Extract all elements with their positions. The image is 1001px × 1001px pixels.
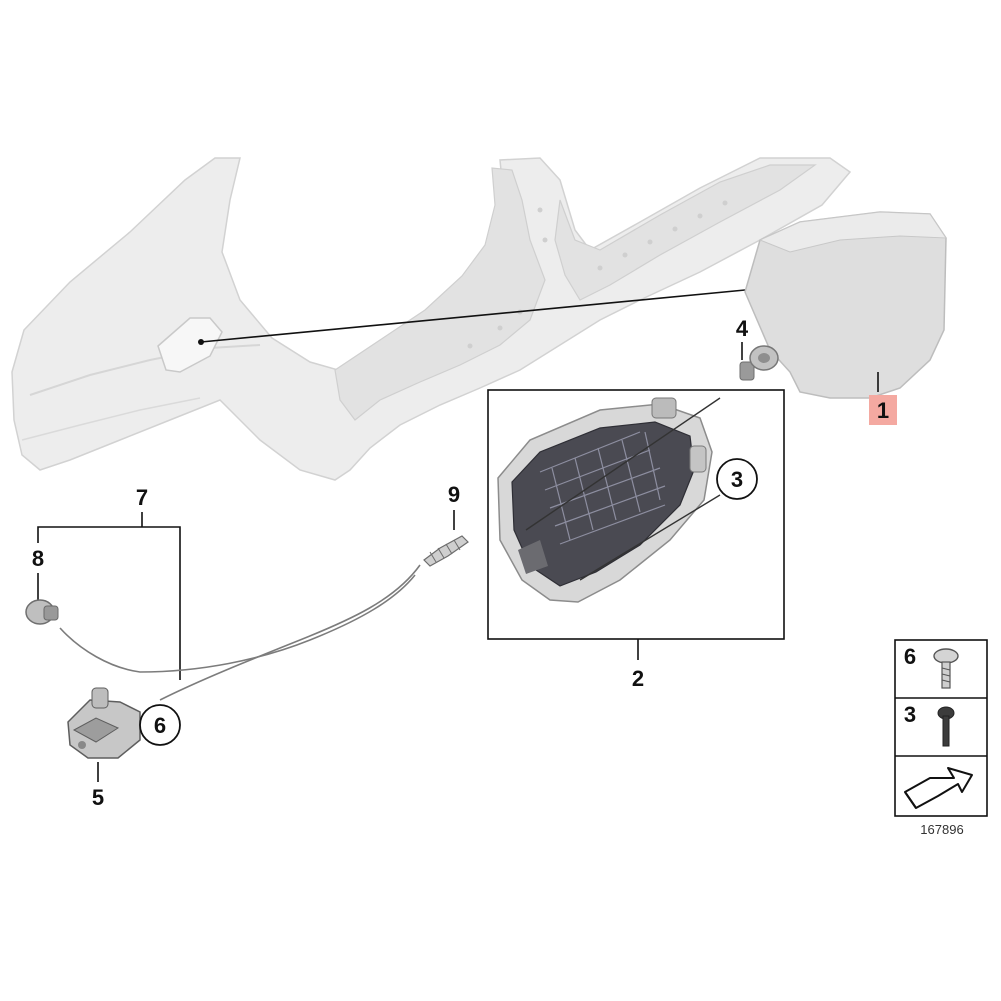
fuel-door-opening xyxy=(157,317,223,373)
callout-part-6-circle xyxy=(139,704,181,746)
callout-part-9: 9 xyxy=(448,482,460,507)
part-9-clip xyxy=(423,535,469,567)
part-2-frame xyxy=(487,389,785,640)
arrow-direction-icon xyxy=(904,767,973,809)
part-8-grommet xyxy=(25,599,59,625)
car-body-panel xyxy=(11,157,852,481)
part-7-bracket xyxy=(37,512,181,680)
figure-number: 167896 xyxy=(920,822,963,837)
callout-part-7: 7 xyxy=(136,485,148,510)
callout-part-1: 1 xyxy=(877,398,889,423)
fuel-filler-housing xyxy=(497,397,721,603)
bolt-icon xyxy=(937,706,955,747)
leader-dot xyxy=(198,339,204,345)
legend-label-6: 6 xyxy=(904,644,916,669)
part-4-grommet xyxy=(739,345,779,381)
callout-part-8: 8 xyxy=(32,546,44,571)
screw-icon xyxy=(933,648,959,689)
legend-box: 6 3 xyxy=(894,639,988,817)
fuel-filler-flap-cover xyxy=(744,211,947,399)
part-1-highlight xyxy=(869,395,897,425)
part-5-actuator xyxy=(67,687,141,759)
callout-part-6: 6 xyxy=(154,713,166,738)
legend-label-3: 3 xyxy=(904,702,916,727)
release-cable xyxy=(59,564,421,701)
callout-part-3: 3 xyxy=(731,467,743,492)
callout-part-3-circle xyxy=(716,458,758,500)
callout-part-2: 2 xyxy=(632,666,644,691)
callout-part-5: 5 xyxy=(92,785,104,810)
leader-line-part-1 xyxy=(200,289,746,343)
callout-part-4: 4 xyxy=(736,316,749,341)
